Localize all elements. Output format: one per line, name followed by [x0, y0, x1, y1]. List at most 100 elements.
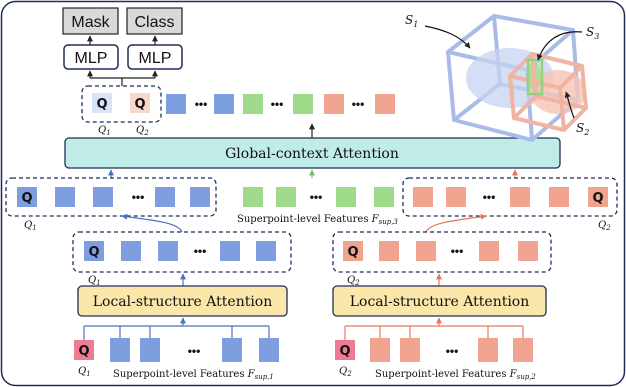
s2-label: S2 [576, 121, 589, 137]
q1-local-token-2 [158, 241, 178, 261]
s2-salmon-cube [508, 52, 588, 132]
q2-global-token-3 [510, 187, 530, 207]
superpoint-cloud-illustration [424, 14, 588, 142]
local-structure-attention-label-1: Local-structure Attention [93, 294, 273, 310]
q2-local-query-label: Q [347, 245, 358, 260]
s2-features-label: Superpoint-level Features Fsup,2 [375, 369, 536, 381]
s3-token-1 [243, 187, 263, 207]
q1-global-token-3 [155, 187, 175, 207]
q2-input-label: Q2 [339, 366, 352, 378]
output-query-group [81, 85, 162, 123]
q2-global-token-2 [446, 187, 466, 207]
arrow-q2-local-to-global [425, 213, 487, 233]
global-context-attention-box [64, 137, 561, 169]
q2-local-query-token [343, 241, 363, 261]
s3-token-2 [276, 187, 296, 207]
s1-ellipsis: ••• [188, 344, 201, 358]
s1-label: S1 [405, 13, 418, 29]
q1-local-token-3 [220, 241, 240, 261]
q1-local-ellipsis: ••• [194, 244, 207, 258]
class-output-label: Class [134, 14, 174, 31]
output-q1-label: Q1 [98, 125, 111, 137]
fan-in-right [344, 317, 524, 340]
q2-local-ellipsis: ••• [451, 244, 464, 258]
q2-local-token-4 [518, 241, 538, 261]
local-structure-attention-box-2 [332, 285, 547, 317]
s2-ellipsis: ••• [446, 344, 459, 358]
q1-local-token-4 [256, 241, 276, 261]
local-structure-attention-box-1 [77, 285, 288, 317]
output-token-green-1 [243, 94, 263, 114]
q2-global-label: Q2 [598, 220, 611, 232]
s3-features-label: Superpoint-level Features Fsup,3 [237, 214, 398, 226]
s2-pointer-arrow [564, 91, 575, 119]
mask-output-label: Mask [71, 14, 110, 31]
output-ellipsis-salmon: ••• [352, 97, 365, 111]
q1-global-query-label: Q [21, 191, 32, 206]
s1-token-3 [222, 338, 242, 362]
output-ellipsis-blue: ••• [195, 97, 208, 111]
q1-global-label: Q1 [24, 220, 37, 232]
output-query-token-2 [130, 93, 150, 113]
mlp-label-2: MLP [139, 50, 172, 67]
mask-output-box [62, 7, 119, 35]
output-token-blue-2 [214, 94, 234, 114]
s3-pointer-arrow [536, 31, 583, 61]
q1-global-ellipsis: ••• [132, 190, 145, 204]
local-structure-attention-label-2: Local-structure Attention [350, 294, 530, 310]
q1-global-query-token [17, 187, 37, 207]
q2-local-token-1 [379, 241, 399, 261]
mlp-label-1: MLP [75, 50, 108, 67]
q1-local-query-label: Q [88, 245, 99, 260]
s2-token-4 [513, 338, 533, 362]
q1-local-label: Q1 [88, 275, 101, 287]
mlp-box-1 [63, 44, 119, 70]
q2-global-input-group [402, 177, 618, 217]
s1-pointer-arrow [424, 25, 471, 49]
q2-local-label: Q2 [347, 275, 360, 287]
s3-ellipsis: ••• [310, 190, 323, 204]
output-token-blue-1 [166, 94, 186, 114]
output-query-token-1 [92, 93, 112, 113]
q1-local-query-token [84, 241, 104, 261]
q1-global-input-group [5, 177, 217, 217]
s3-label: S3 [586, 25, 599, 41]
s1-token-4 [259, 338, 279, 362]
q1-local-token-1 [121, 241, 141, 261]
s3-token-3 [336, 187, 356, 207]
output-token-salmon-2 [375, 94, 395, 114]
s2-token-2 [400, 338, 420, 362]
output-q2-label: Q2 [136, 125, 149, 137]
q2-input-query-label: Q [339, 344, 350, 359]
q2-local-token-2 [416, 241, 436, 261]
q2-local-token-3 [479, 241, 499, 261]
q1-global-token-2 [93, 187, 113, 207]
q2-global-ellipsis: ••• [483, 190, 496, 204]
q2-input-query-token [335, 340, 355, 360]
q2-global-query-label: Q [592, 191, 603, 206]
s3-green-cube [526, 58, 544, 96]
q1-input-query-label: Q [78, 344, 89, 359]
output-token-salmon-1 [324, 94, 344, 114]
arrow-q1-local-to-global [121, 213, 183, 233]
s2-token-1 [370, 338, 390, 362]
q1-global-token-1 [55, 187, 75, 207]
output-token-green-2 [293, 94, 313, 114]
s2-token-3 [478, 338, 498, 362]
mlp-box-2 [127, 44, 183, 70]
q1-global-token-4 [190, 187, 210, 207]
output-query-token-1-label: Q [96, 97, 107, 112]
s3-token-4 [374, 187, 394, 207]
q2-global-query-token [588, 187, 608, 207]
global-context-attention-label: Global-context Attention [225, 146, 399, 162]
q1-input-label: Q1 [78, 366, 91, 378]
fan-in-left [83, 317, 270, 340]
q1-input-query-token [74, 340, 94, 360]
output-query-token-2-label: Q [134, 97, 145, 112]
s1-features-label: Superpoint-level Features Fsup,1 [113, 369, 274, 381]
s1-token-2 [140, 338, 160, 362]
output-ellipsis-green: ••• [271, 97, 284, 111]
q2-global-token-4 [549, 187, 569, 207]
q2-global-token-1 [413, 187, 433, 207]
